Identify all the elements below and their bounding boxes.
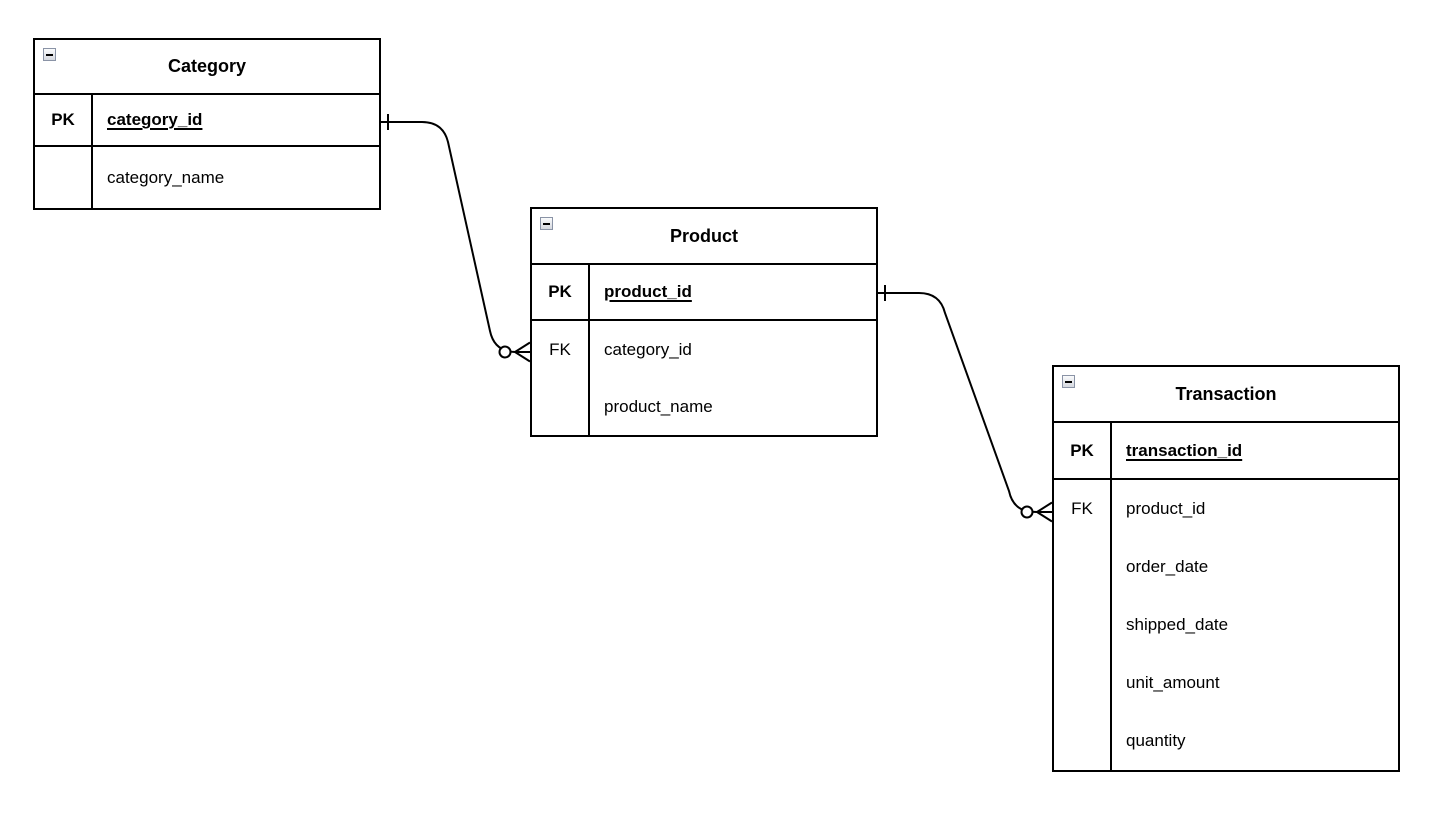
- field-name[interactable]: product_name: [604, 396, 713, 416]
- fk-label: FK: [549, 339, 571, 359]
- entity-table-category[interactable]: Category PK category_id category_name: [33, 38, 381, 210]
- minus-glyph: [46, 53, 53, 56]
- relationship-category-product[interactable]: [381, 114, 531, 363]
- field-name[interactable]: unit_amount: [1126, 673, 1220, 692]
- primary-key-row[interactable]: PK transaction_id: [1054, 423, 1398, 480]
- field-name[interactable]: shipped_date: [1126, 615, 1229, 634]
- pk-field-name: product_id: [604, 282, 692, 301]
- relationship-product-transaction[interactable]: [878, 285, 1053, 523]
- field-name[interactable]: order_date: [1126, 557, 1209, 576]
- key-column: [35, 147, 93, 208]
- pk-label: PK: [1054, 423, 1112, 478]
- entity-header: Category: [35, 40, 379, 95]
- zero-cardinality-circle: [498, 345, 512, 359]
- relationship-line[interactable]: [381, 121, 516, 353]
- attribute-rows: FK product_id order_date shipped_date un…: [1054, 480, 1398, 770]
- entity-header: Transaction: [1054, 367, 1398, 423]
- minus-glyph: [1065, 380, 1072, 383]
- pk-field-name: transaction_id: [1126, 440, 1243, 460]
- primary-key-row[interactable]: PK product_id: [532, 265, 876, 321]
- attribute-rows: category_name: [35, 147, 379, 208]
- field-name[interactable]: quantity: [1126, 731, 1186, 750]
- primary-key-row[interactable]: PK category_id: [35, 95, 379, 147]
- field-name[interactable]: category_name: [107, 167, 225, 187]
- entity-header: Product: [532, 209, 876, 265]
- minus-glyph: [543, 222, 550, 225]
- pk-field-name: category_id: [107, 110, 203, 129]
- zero-cardinality-circle: [1020, 505, 1034, 519]
- field-column: category_name: [93, 147, 379, 208]
- collapse-minus-icon[interactable]: [43, 48, 56, 61]
- pk-field-name-cell: transaction_id: [1112, 423, 1398, 478]
- collapse-minus-icon[interactable]: [540, 217, 553, 230]
- attribute-rows: FK category_id product_name: [532, 321, 876, 435]
- pk-field-name-cell: category_id: [93, 95, 379, 145]
- field-name[interactable]: product_id: [1126, 499, 1206, 518]
- crow-foot-many-marker: [1036, 501, 1053, 523]
- key-column: FK: [1054, 480, 1112, 770]
- empty-key-cell: [35, 147, 91, 208]
- entity-title: Transaction: [1175, 383, 1277, 404]
- entity-table-transaction[interactable]: Transaction PK transaction_id FK product…: [1052, 365, 1400, 772]
- fk-label: FK: [1071, 499, 1093, 518]
- entity-table-product[interactable]: Product PK product_id FK category_id pro…: [530, 207, 878, 437]
- entity-title: Category: [167, 56, 247, 76]
- field-name[interactable]: category_id: [604, 339, 692, 359]
- collapse-minus-icon[interactable]: [1062, 375, 1075, 388]
- pk-label: PK: [532, 265, 590, 319]
- relationship-line[interactable]: [878, 292, 1038, 513]
- pk-label: PK: [35, 95, 93, 145]
- field-column: category_id product_name: [590, 321, 876, 435]
- field-column: product_id order_date shipped_date unit_…: [1112, 480, 1398, 770]
- crow-foot-many-marker: [514, 341, 531, 363]
- entity-title: Product: [669, 225, 738, 246]
- key-column: FK: [532, 321, 590, 435]
- pk-field-name-cell: product_id: [590, 265, 876, 319]
